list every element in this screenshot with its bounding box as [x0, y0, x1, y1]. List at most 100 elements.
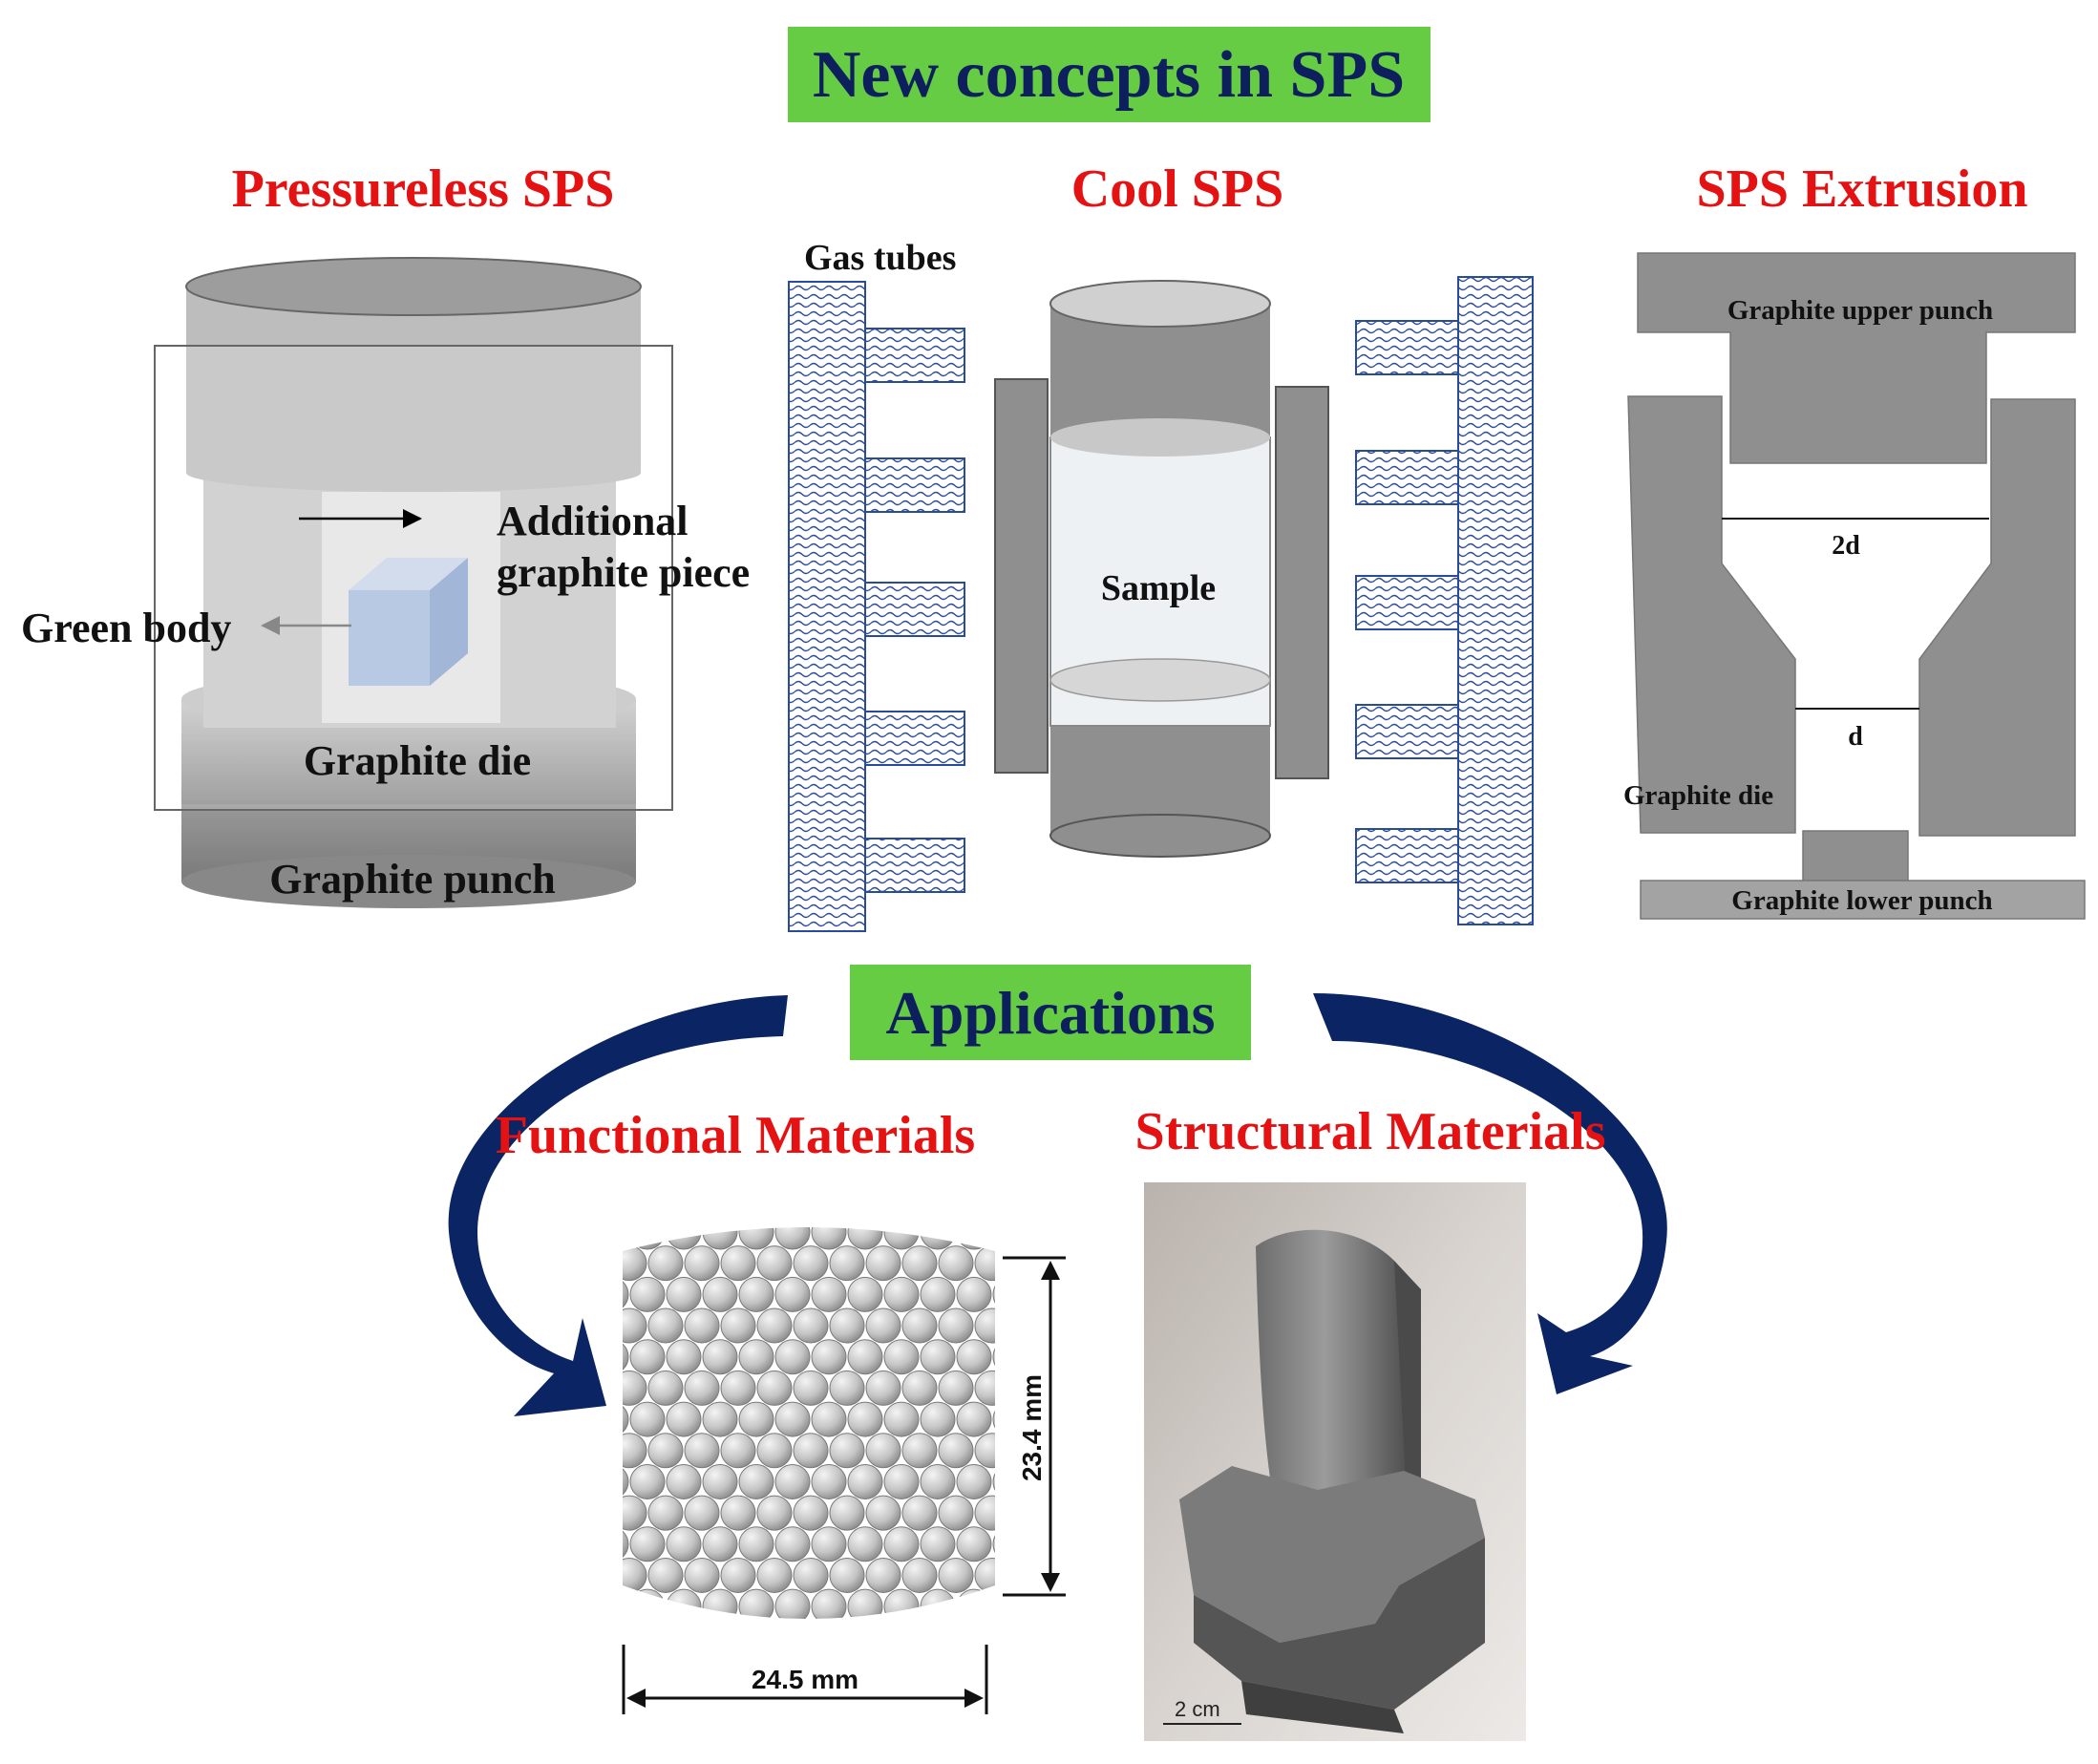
sphere [623, 1495, 647, 1531]
heading-cool-sps: Cool SPS [1071, 159, 1284, 219]
sphere [793, 1495, 829, 1531]
green-body-top [349, 558, 468, 590]
sphere [829, 1557, 865, 1593]
sphere [793, 1557, 829, 1593]
gas-tube-left-fin [864, 457, 965, 513]
gas-tube-right-fin [1355, 575, 1459, 630]
sphere [865, 1495, 901, 1531]
gas-tube-right-fin [1355, 828, 1459, 883]
gas-tube-left-fin [864, 838, 965, 893]
label-additional-line1: Additional [497, 498, 689, 544]
sphere [847, 1401, 883, 1437]
sphere [793, 1307, 829, 1344]
gas-tube-left-fin [864, 711, 965, 766]
sphere [623, 1526, 629, 1562]
sphere [702, 1463, 738, 1499]
sphere [901, 1245, 938, 1282]
sphere [829, 1370, 865, 1406]
label-d: d [1848, 722, 1863, 752]
sphere [992, 1463, 995, 1499]
sphere [720, 1370, 756, 1406]
sphere [847, 1276, 883, 1312]
extrusion-upper-punch [1637, 252, 2076, 464]
sphere [992, 1339, 995, 1375]
sphere [811, 1588, 847, 1619]
sphere [756, 1495, 793, 1531]
sphere [647, 1307, 684, 1344]
sphere [702, 1339, 738, 1375]
extrusion-die-left [1627, 395, 1796, 834]
sphere [623, 1433, 647, 1469]
label-graphite-die: Graphite die [304, 737, 531, 784]
sphere [920, 1339, 956, 1375]
sphere [774, 1463, 811, 1499]
gas-tube-right-fin [1355, 704, 1459, 759]
sphere [623, 1339, 629, 1375]
sphere [774, 1276, 811, 1312]
sphere [666, 1339, 702, 1375]
width-arrow-left [626, 1689, 646, 1708]
label-green-body: Green body [21, 605, 231, 651]
sphere [623, 1307, 647, 1344]
graphite-punch-top [186, 287, 641, 473]
sphere [738, 1526, 774, 1562]
gas-tube-left [788, 281, 866, 932]
sphere [974, 1495, 995, 1531]
label-extrusion-die: Graphite die [1623, 780, 1773, 811]
sphere [647, 1557, 684, 1593]
page-title: New concepts in SPS [813, 38, 1405, 112]
gas-tube-left-fin [864, 328, 965, 383]
sphere [793, 1370, 829, 1406]
green-body-cube [349, 590, 430, 686]
pressureless-sps-illustration: Additional graphite piece Green body Gra… [21, 257, 750, 908]
sphere [756, 1433, 793, 1469]
sphere [629, 1463, 666, 1499]
sphere [647, 1495, 684, 1531]
cool-punch-top-cap [1049, 280, 1271, 328]
sphere [847, 1339, 883, 1375]
sphere [956, 1401, 992, 1437]
sphere [974, 1370, 995, 1406]
sphere [901, 1433, 938, 1469]
cool-die-plate-left [994, 378, 1049, 774]
sphere [774, 1339, 811, 1375]
sphere [774, 1401, 811, 1437]
gas-tube-right [1457, 276, 1534, 925]
sphere [829, 1245, 865, 1282]
sphere [684, 1495, 720, 1531]
sphere [956, 1276, 992, 1312]
height-arrow-down [1041, 1573, 1060, 1592]
sphere [684, 1370, 720, 1406]
sphere [811, 1339, 847, 1375]
label-graphite-punch: Graphite punch [269, 856, 556, 903]
extrusion-lower-punch [1640, 880, 2086, 920]
sphere [720, 1307, 756, 1344]
sphere [811, 1463, 847, 1499]
sphere [629, 1526, 666, 1562]
sphere [793, 1433, 829, 1469]
sphere [623, 1463, 629, 1499]
sphere [992, 1276, 995, 1312]
sphere [901, 1557, 938, 1593]
sphere [847, 1526, 883, 1562]
heading-functional-materials: Functional Materials [496, 1106, 975, 1165]
applications-title: Applications [886, 979, 1216, 1047]
sphere [738, 1401, 774, 1437]
cool-punch-top-bottom [1050, 418, 1270, 457]
sphere [883, 1276, 920, 1312]
sphere [702, 1401, 738, 1437]
sphere [702, 1276, 738, 1312]
sphere [956, 1463, 992, 1499]
sphere [738, 1588, 774, 1619]
sphere [623, 1401, 629, 1437]
sphere [738, 1463, 774, 1499]
cool-sample-bottom-face [1049, 658, 1271, 702]
gas-tube-left-fin [864, 582, 965, 637]
blade-root-base [1241, 1681, 1404, 1733]
sphere [920, 1526, 956, 1562]
sphere [756, 1557, 793, 1593]
sphere [865, 1307, 901, 1344]
cool-punch-bottom-base [1049, 814, 1271, 858]
sphere [938, 1557, 974, 1593]
